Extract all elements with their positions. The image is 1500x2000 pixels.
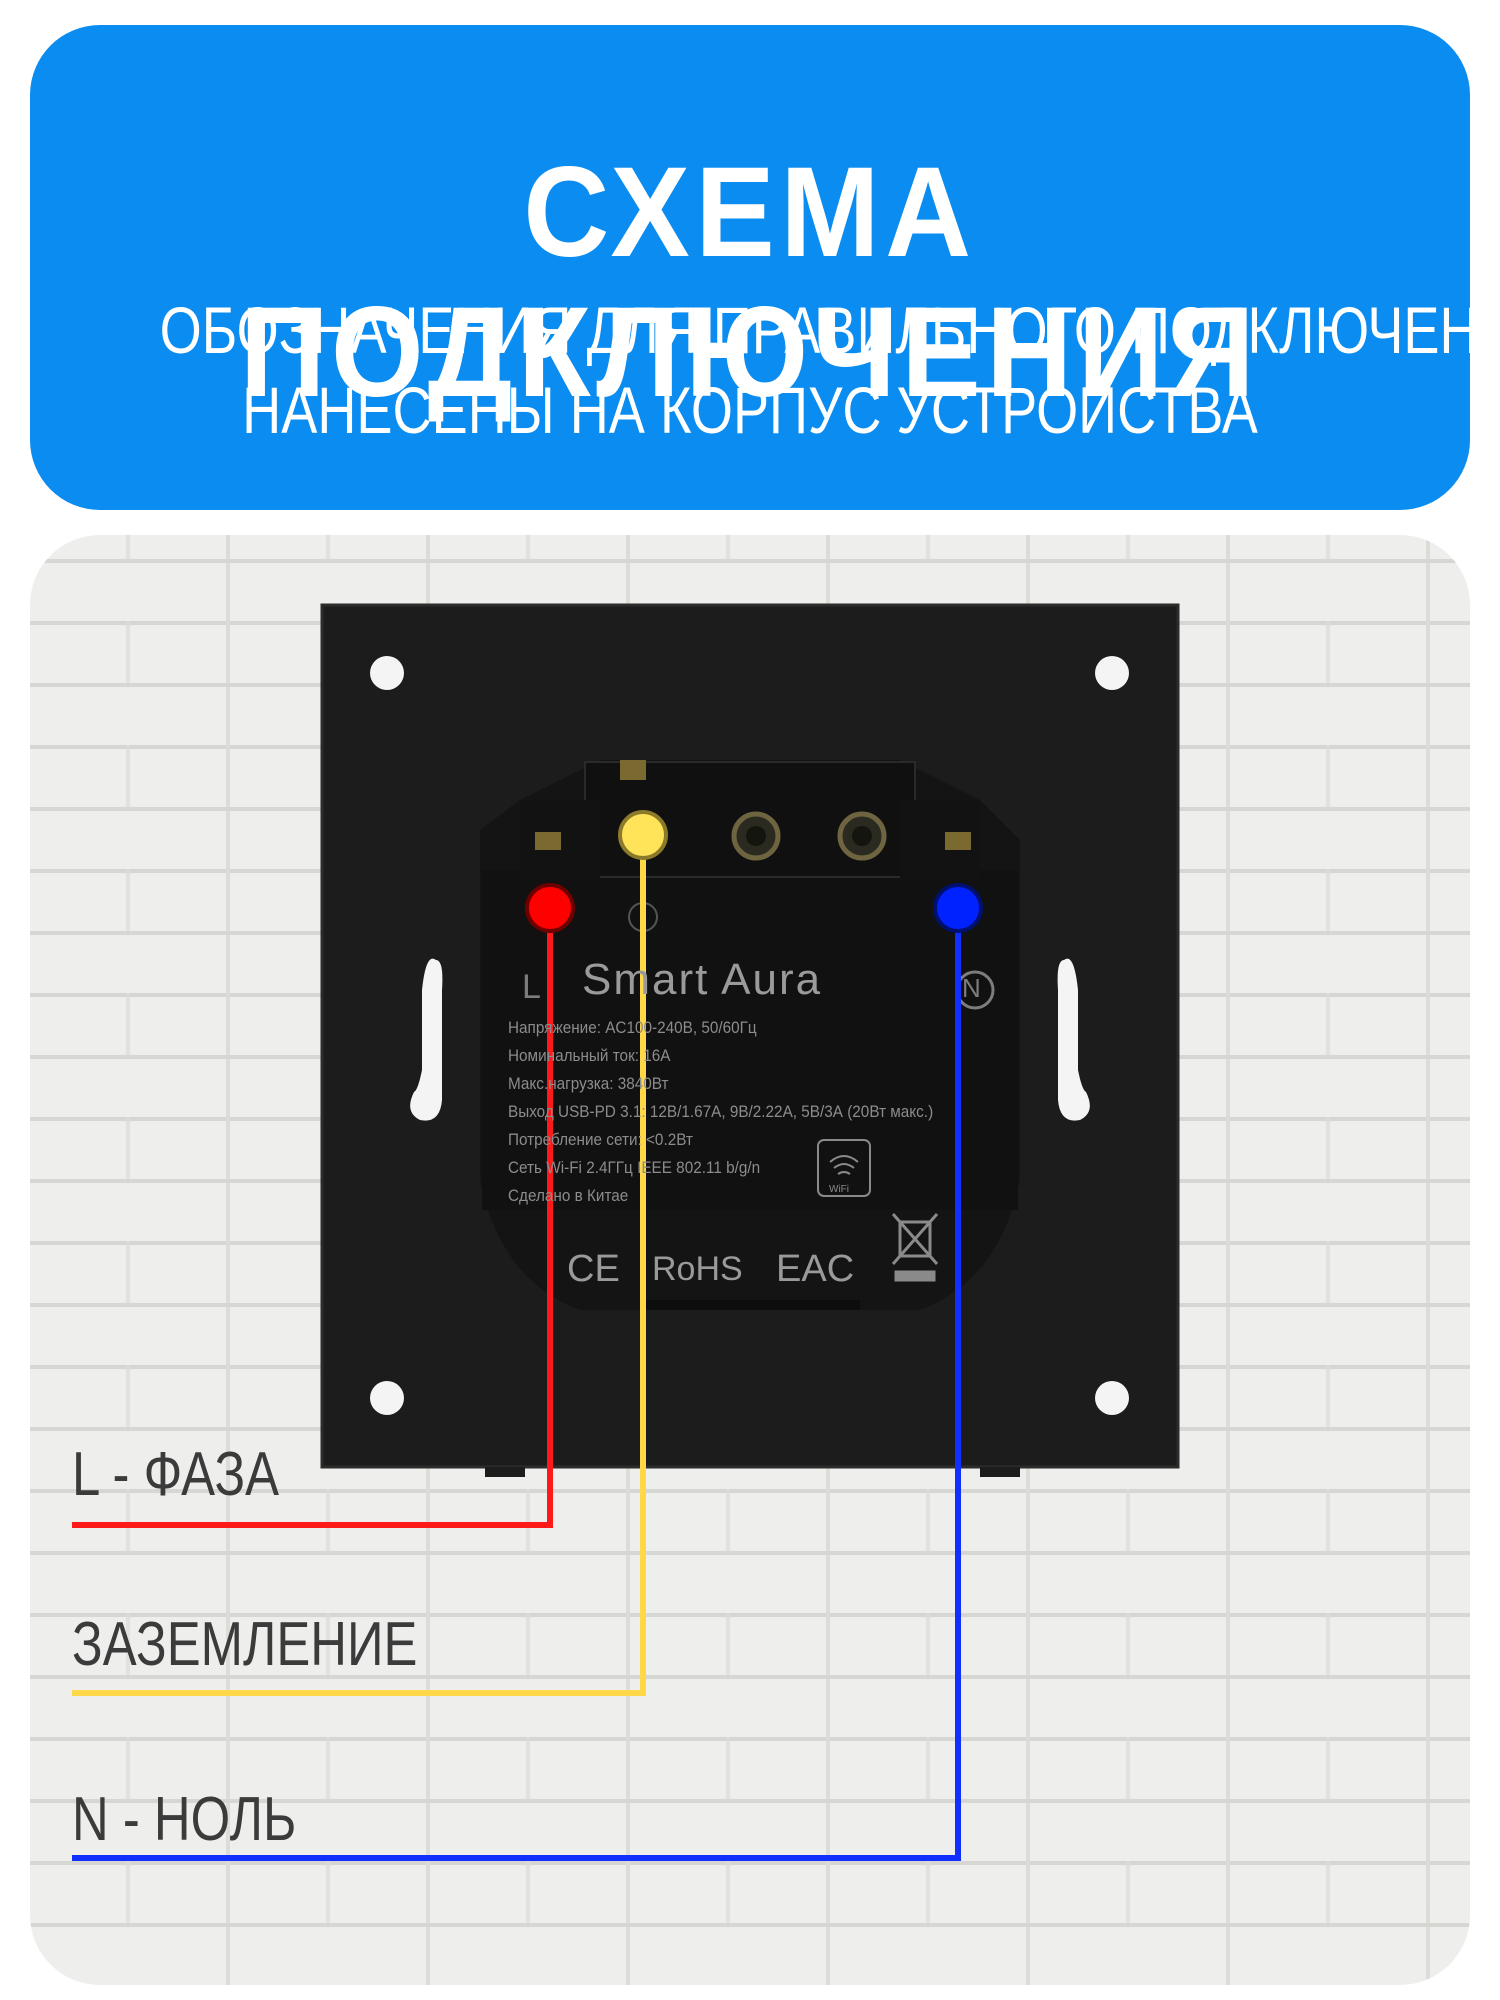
eac-mark: EAC (776, 1248, 855, 1290)
spec-line: Потребление сети: <0.2Вт (508, 1130, 693, 1149)
spec-line: Макс.нагрузка: 3840Вт (508, 1074, 669, 1093)
header-banner: СХЕМА ПОДКЛЮЧЕНИЯ ОБОЗНАЧЕНИЯ ДЛЯ ПРАВИЛ… (30, 25, 1500, 510)
wifi-badge-label: WiFi (829, 1184, 849, 1195)
weee-bin-icon (891, 1213, 939, 1282)
ground-wire (72, 835, 646, 1696)
spec-line: Выход USB-PD 3.1: 12В/1.67А, 9В/2.22А, 5… (508, 1102, 934, 1121)
ground-label: ЗАЗЕМЛЕНИЕ (72, 1610, 418, 1679)
phase-label: L - ФАЗА (72, 1440, 280, 1509)
spec-line: Сеть Wi-Fi 2.4ГГц IEEE 802.11 b/g/n (508, 1158, 761, 1177)
rohs-mark: RoHS (652, 1250, 743, 1288)
wifi-badge-icon (817, 1139, 871, 1197)
neutral-terminal-dot (933, 883, 983, 933)
side-slot-left (410, 958, 443, 1121)
mounting-hole-bottom-left (370, 1381, 404, 1415)
terminal-n-marking: N (962, 973, 981, 1003)
neutral-label: N - НОЛЬ (72, 1785, 297, 1854)
mounting-hole-top-right (1095, 656, 1129, 690)
side-slot-right (1057, 958, 1090, 1121)
ground-terminal-dot (618, 810, 668, 860)
ce-mark: CE (567, 1248, 620, 1290)
phase-wire (72, 915, 553, 1528)
neutral-wire (72, 915, 961, 1861)
mounting-hole-bottom-right (1095, 1381, 1129, 1415)
subtitle-line-2: НАНЕСЕНЫ НА КОРПУС УСТРОЙСТВА (242, 373, 1258, 447)
subtitle-line-1: ОБОЗНАЧЕНИЯ ДЛЯ ПРАВИЛЬНОГО ПОДКЛЮЧЕНИЯ (159, 293, 1500, 367)
phase-terminal-dot (525, 883, 575, 933)
spec-line: Напряжение: AC100-240В, 50/60Гц (508, 1018, 757, 1037)
page-title: СХЕМА ПОДКЛЮЧЕНИЯ (239, 141, 1261, 424)
spec-line: Сделано в Китае (508, 1186, 629, 1205)
mounting-hole-top-left (370, 656, 404, 690)
spec-line: Номинальный ток: 16А (508, 1046, 671, 1065)
device-brand: Smart Aura (582, 955, 823, 1004)
terminal-l-marking: L (522, 968, 541, 1006)
